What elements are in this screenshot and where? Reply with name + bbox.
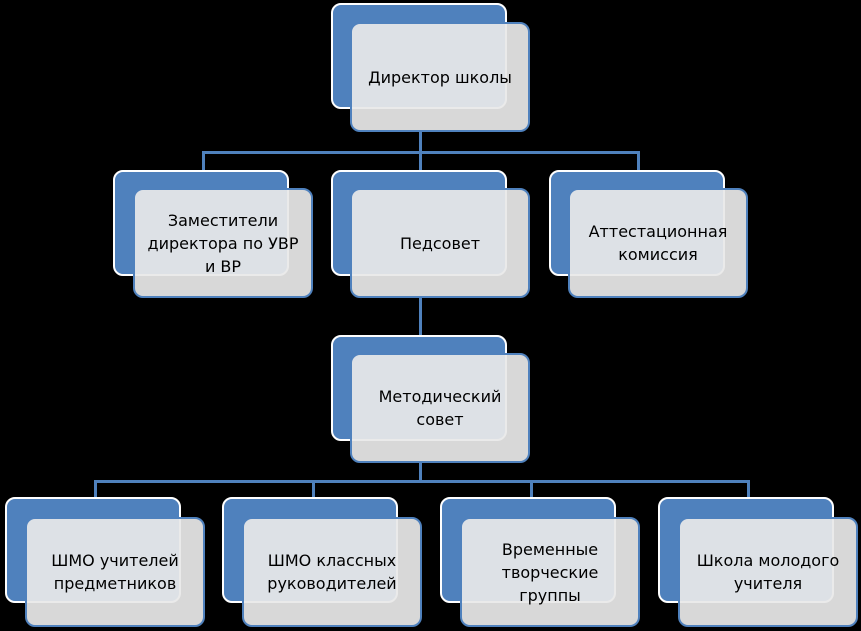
node-attestation: Аттестационная комиссия [568, 188, 748, 298]
connector [530, 480, 533, 498]
connector [312, 480, 315, 498]
node-label: Аттестационная комиссия [588, 222, 728, 264]
connector [94, 480, 750, 483]
node-pedsovet: Педсовет [350, 188, 530, 298]
connector [94, 480, 97, 498]
connector [747, 480, 750, 498]
connector [419, 130, 422, 154]
node-label: Педсовет [399, 233, 481, 253]
node-label: Временные творческие группы [501, 539, 599, 605]
connector [637, 151, 640, 171]
node-label: ШМО классных руководителей [267, 551, 397, 593]
node-young-teacher: Школа молодого учителя [678, 517, 858, 627]
connector [419, 151, 422, 171]
node-label: Заместители директора по УВР и ВР [147, 210, 299, 276]
node-director: Директор школы [350, 22, 530, 132]
node-methodical: Методический совет [350, 353, 530, 463]
node-label: Директор школы [368, 67, 512, 87]
node-label: Методический совет [378, 387, 502, 429]
connector [202, 151, 205, 171]
node-shmo-class: ШМО классных руководителей [242, 517, 422, 627]
node-creative-groups: Временные творческие группы [460, 517, 640, 627]
node-label: ШМО учителей предметников [51, 551, 179, 593]
connector [419, 462, 422, 482]
node-deputies: Заместители директора по УВР и ВР [133, 188, 313, 298]
connector [419, 296, 422, 336]
node-label: Школа молодого учителя [696, 551, 840, 593]
node-shmo-subject: ШМО учителей предметников [25, 517, 205, 627]
